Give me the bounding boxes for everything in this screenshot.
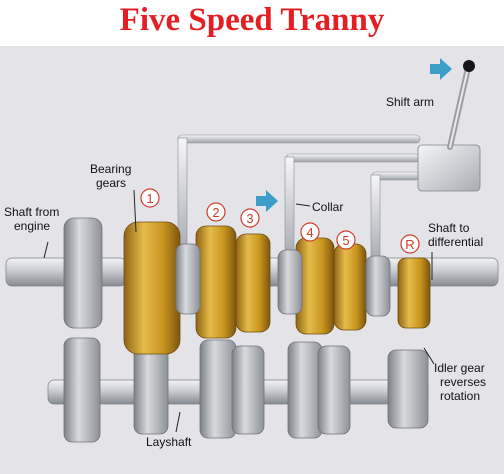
- idler-gear: [387, 349, 429, 429]
- label-shaft-from-engine-2: engine: [14, 219, 50, 233]
- gear-markers: 1 2 3 4 5 R: [140, 188, 420, 254]
- label-shaft-to-differential-2: differential: [428, 235, 483, 249]
- label-collar: Collar: [312, 200, 343, 214]
- label-shaft-to-differential: Shaft to: [428, 221, 470, 235]
- gear-1: [123, 221, 181, 355]
- collar-1-2: [175, 243, 201, 315]
- label-shaft-from-engine: Shaft from: [4, 205, 59, 219]
- shift-box: [417, 144, 481, 192]
- layshaft-assembly: [47, 337, 429, 443]
- shift-knob: [463, 60, 475, 72]
- gear-2: [195, 225, 237, 339]
- gear-reverse: [397, 257, 431, 329]
- main-shaft-assembly: [5, 217, 499, 355]
- collar-arrow-icon: [256, 190, 278, 212]
- svg-text:1: 1: [146, 191, 153, 206]
- gear-marker-5: 5: [336, 230, 356, 250]
- gear-5: [333, 243, 367, 331]
- svg-text:R: R: [405, 237, 414, 252]
- shift-arm-arrow-icon: [430, 58, 452, 80]
- label-bearing-gears: Bearing: [90, 162, 131, 176]
- svg-text:3: 3: [246, 211, 253, 226]
- diagram-labels: Shift arm Bearing gears Collar Shaft fro…: [4, 95, 486, 449]
- svg-text:2: 2: [212, 205, 219, 220]
- label-idler-gear-2: reverses: [440, 375, 486, 389]
- collar-5-r: [365, 255, 391, 317]
- shift-mechanism: [177, 58, 481, 272]
- label-layshaft: Layshaft: [146, 435, 192, 449]
- label-bearing-gears-2: gears: [96, 176, 126, 190]
- collar-3-4: [277, 249, 303, 315]
- gear-marker-2: 2: [206, 202, 226, 222]
- svg-text:5: 5: [342, 233, 349, 248]
- page-title: Five Speed Tranny: [119, 2, 385, 38]
- label-shift-arm: Shift arm: [386, 95, 434, 109]
- label-idler-gear: Idler gear: [434, 361, 485, 375]
- label-idler-gear-3: rotation: [440, 389, 480, 403]
- svg-text:4: 4: [306, 225, 313, 240]
- input-drive-gear: [63, 217, 103, 329]
- gear-marker-4: 4: [300, 222, 320, 242]
- gear-marker-1: 1: [140, 188, 160, 208]
- gear-marker-r: R: [400, 234, 420, 254]
- gear-3: [235, 233, 271, 333]
- leader-lines: [43, 189, 435, 433]
- gear-marker-3: 3: [240, 208, 260, 228]
- transmission-diagram: 1 2 3 4 5 R Shif: [0, 46, 504, 474]
